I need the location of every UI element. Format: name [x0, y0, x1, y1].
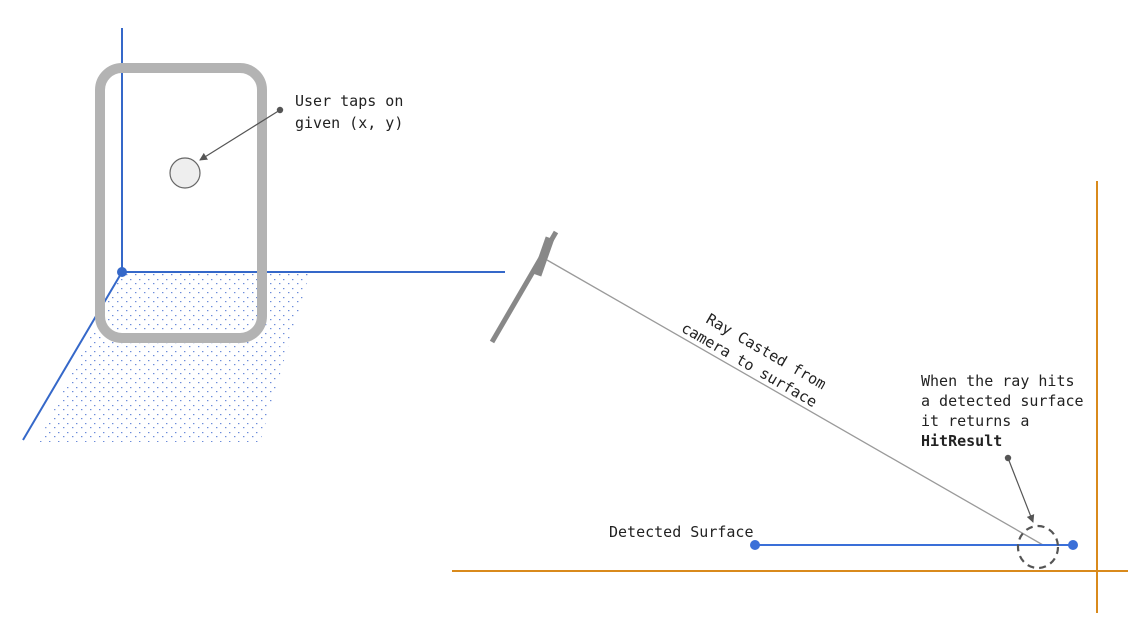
phone-icon	[95, 63, 267, 343]
origin-dot	[117, 267, 127, 277]
hit-label-bold: HitResult	[921, 432, 1002, 450]
hit-label-line-2: a detected surface	[921, 392, 1084, 410]
tap-leader	[199, 106, 284, 161]
ray-line	[546, 259, 1044, 546]
tap-label: User taps on given (x, y)	[295, 92, 412, 132]
hit-label-line-1: When the ray hits	[921, 372, 1075, 390]
tap-circle-icon	[169, 157, 201, 189]
left-coordinate-system	[22, 28, 505, 442]
hit-leader	[1004, 454, 1035, 523]
ground-grid	[38, 272, 310, 442]
tap-label-line-2: given (x, y)	[295, 114, 403, 132]
ray-label: Ray Casted from camera to surface	[678, 301, 837, 415]
hit-label-line-3: it returns a	[921, 412, 1029, 430]
z-axis	[22, 271, 123, 441]
hit-dashed-circle-icon	[1016, 524, 1060, 570]
surface-label: Detected Surface	[609, 523, 754, 541]
detected-surface	[750, 540, 1078, 550]
camera-plane-icon	[489, 230, 559, 344]
tap-label-line-1: User taps on	[295, 92, 403, 110]
hit-label: When the ray hits a detected surface it …	[921, 372, 1093, 450]
